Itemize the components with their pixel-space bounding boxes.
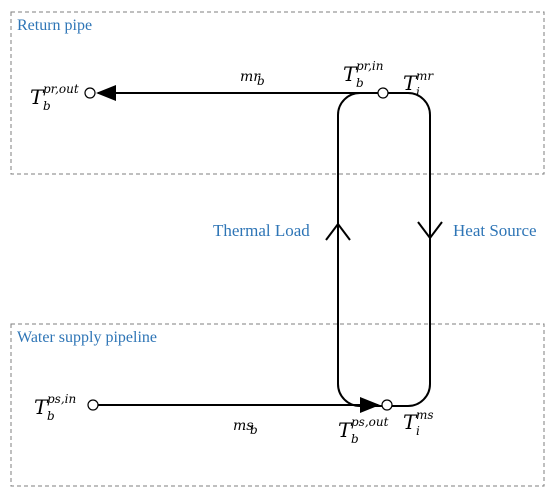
svg-text:T: T xyxy=(403,410,418,434)
downward-flow-chevron xyxy=(417,221,443,240)
svg-text:T: T xyxy=(403,71,418,95)
thermal-load-label: Thermal Load xyxy=(213,221,310,240)
thermal-loop xyxy=(337,92,431,407)
supply-flow-rate-label: ms b xyxy=(233,418,258,437)
svg-text:b: b xyxy=(47,409,55,423)
svg-text:i: i xyxy=(416,85,420,99)
svg-text:b: b xyxy=(250,423,258,437)
return-inlet-temp-label: T pr,in b xyxy=(343,59,383,90)
svg-text:ms: ms xyxy=(233,418,253,434)
svg-text:T: T xyxy=(338,418,353,442)
return-inlet-node xyxy=(377,87,389,99)
svg-text:T: T xyxy=(30,85,45,109)
supply-pipeline-region xyxy=(10,323,545,487)
return-flow-rate-label: mr b xyxy=(240,69,265,88)
svg-text:mr: mr xyxy=(416,69,434,83)
upward-flow-chevron xyxy=(325,222,351,241)
return-pipe-label: Return pipe xyxy=(17,17,92,34)
supply-interface-temp-label: T ms i xyxy=(403,408,434,438)
supply-inlet-temp-label: T ps,in b xyxy=(34,392,76,423)
svg-text:b: b xyxy=(351,432,359,446)
svg-text:ps,out: ps,out xyxy=(351,415,389,429)
svg-text:pr,in: pr,in xyxy=(356,59,383,73)
svg-text:ps,in: ps,in xyxy=(47,392,76,406)
return-outlet-temp-label: T pr,out b xyxy=(30,82,79,113)
svg-text:i: i xyxy=(416,424,420,438)
heat-source-label: Heat Source xyxy=(453,221,537,240)
svg-text:mr: mr xyxy=(240,69,261,85)
supply-outlet-temp-label: T ps,out b xyxy=(338,415,389,446)
supply-pipeline-label: Water supply pipeline xyxy=(17,329,157,346)
svg-text:pr,out: pr,out xyxy=(43,82,79,96)
return-interface-temp-label: T mr i xyxy=(403,69,434,99)
svg-text:b: b xyxy=(43,99,51,113)
svg-text:b: b xyxy=(257,74,265,88)
return-outlet-node xyxy=(84,87,96,99)
return-pipe-region xyxy=(10,11,545,175)
svg-text:b: b xyxy=(356,76,364,90)
supply-outlet-node xyxy=(381,399,393,411)
svg-text:T: T xyxy=(343,62,358,86)
svg-text:ms: ms xyxy=(416,408,434,422)
supply-inlet-node xyxy=(87,399,99,411)
svg-text:T: T xyxy=(34,395,49,419)
